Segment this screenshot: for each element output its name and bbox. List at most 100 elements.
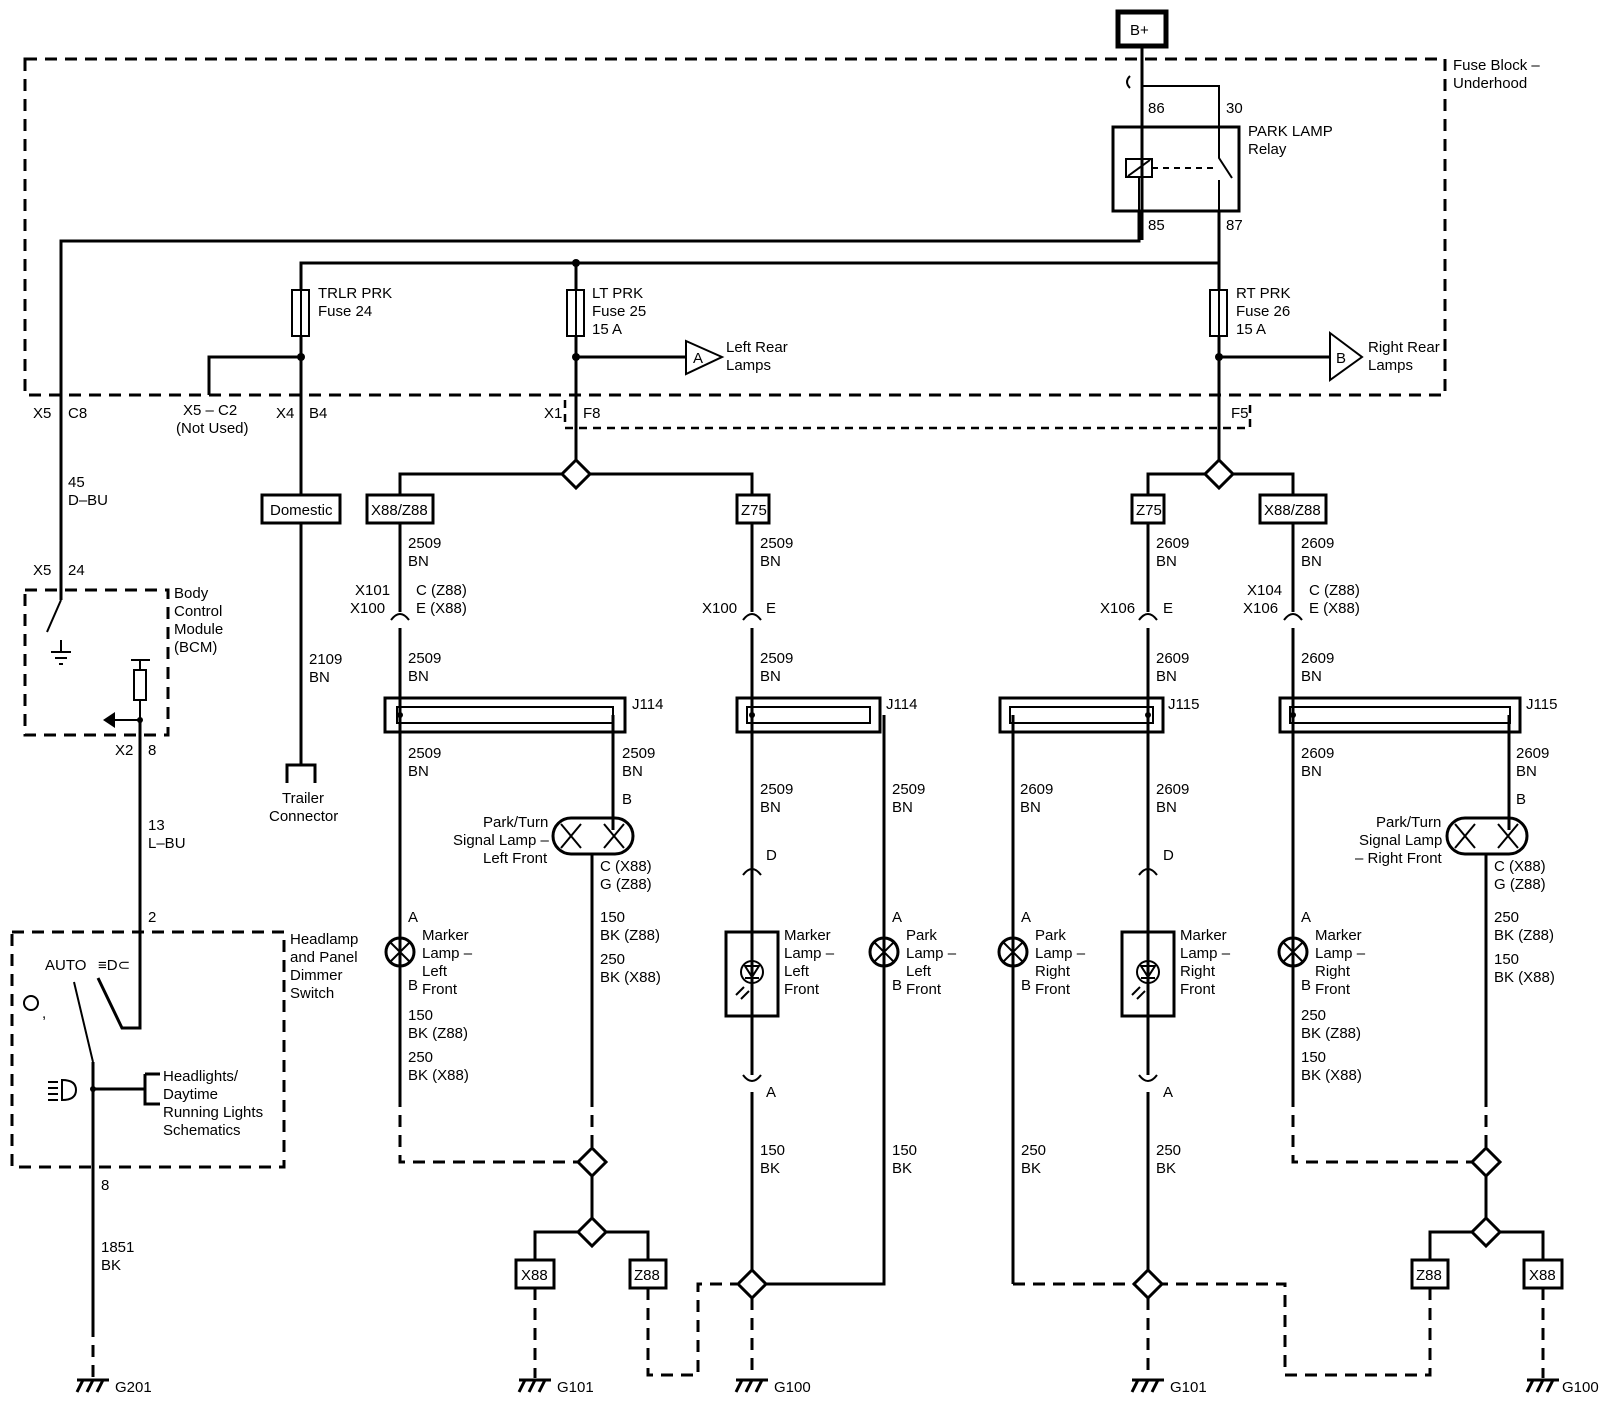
trailer-connector-icon <box>285 763 317 783</box>
mlf-label-2: Lamp – <box>422 945 473 962</box>
pin-a-plf: A <box>892 909 902 926</box>
svg-text:LT PRK: LT PRK <box>592 285 643 302</box>
wire-250-c: 250 <box>1021 1142 1046 1159</box>
domestic-option-box: Domestic <box>260 493 342 525</box>
switch-label-3: Dimmer <box>290 967 343 984</box>
splice-j115-center: J115 <box>998 696 1199 734</box>
svg-text:X88: X88 <box>1529 1267 1556 1284</box>
pin-b-plf: B <box>892 977 902 994</box>
splice-rf-ground-1 <box>1469 1145 1503 1179</box>
wire-2509-d: 2509 <box>760 650 793 667</box>
conn-a-right-icon <box>1138 1074 1158 1082</box>
plf-label-4: Front <box>906 981 942 998</box>
x1-connector-outline <box>563 400 1252 430</box>
wire-bn-d: BN <box>760 668 781 685</box>
pt-rf-label-3: – Right Front <box>1355 850 1443 867</box>
svg-text:RT PRK: RT PRK <box>1236 285 1290 302</box>
relay-pin-30: 30 <box>1226 100 1243 117</box>
pin-b-pt-lf: B <box>622 791 632 808</box>
relay-30-feed <box>1142 85 1220 130</box>
wire-bn-r-e: BN <box>1020 799 1041 816</box>
svg-text:B: B <box>1336 350 1346 367</box>
conn-x106-b: X106 <box>1243 600 1278 617</box>
wire-45: 45 <box>68 474 85 491</box>
pt-lf-label-3: Left Front <box>483 850 548 867</box>
mlf-led-label-4: Front <box>784 981 820 998</box>
pin-b-mlf: B <box>408 977 418 994</box>
svg-text:15 A: 15 A <box>592 321 622 338</box>
wire-bk-f: BK <box>1156 1160 1176 1177</box>
plf-label-3: Left <box>906 963 932 980</box>
park-turn-lamp-right-front <box>1445 816 1529 856</box>
ground-icon <box>51 640 71 665</box>
svg-text:B+: B+ <box>1130 22 1149 39</box>
svg-text:G100: G100 <box>1562 1379 1599 1396</box>
relay-label: PARK LAMP <box>1248 123 1333 140</box>
svg-text:J114: J114 <box>886 696 917 713</box>
svg-text:Fuse 24: Fuse 24 <box>318 303 372 320</box>
wire-bk-d: BK <box>892 1160 912 1177</box>
z88-option-left: Z88 <box>628 1258 668 1290</box>
wire-bk-x88-b: BK (X88) <box>408 1067 469 1084</box>
pin-e-x88: E (X88) <box>416 600 467 617</box>
conn-x104-icon <box>1283 613 1303 621</box>
wire-bk-x88-d: BK (X88) <box>1301 1067 1362 1084</box>
x5-c2-wire <box>207 355 301 395</box>
splice-j114-left: J114 <box>383 696 663 734</box>
pin-a-prf: A <box>1021 909 1031 926</box>
z75-option-left: Z75 <box>735 493 771 525</box>
ground-g101-left: G101 <box>517 1378 594 1396</box>
park-lamp-relay: 86 30 85 87 PARK LAMP Relay <box>1111 100 1333 234</box>
bcm-label-4: (BCM) <box>174 639 217 656</box>
trailer-label: Trailer <box>282 790 324 807</box>
pt-lf-label-2: Signal Lamp – <box>453 832 550 849</box>
svg-text:Z88: Z88 <box>634 1267 660 1284</box>
off-mark: , <box>42 1005 46 1022</box>
wire-bn-r-h: BN <box>1516 763 1537 780</box>
off-icon <box>23 995 39 1011</box>
relay-pin-86: 86 <box>1148 100 1165 117</box>
wire-bn-r-d: BN <box>1301 668 1322 685</box>
headlights-ref: Headlights/ <box>163 1068 239 1085</box>
svg-text:G101: G101 <box>557 1379 594 1396</box>
svg-text:Lamps: Lamps <box>726 357 771 374</box>
pin-g-z88-r: G (Z88) <box>1494 876 1546 893</box>
svg-text:Lamps: Lamps <box>1368 357 1413 374</box>
prf-label-4: Front <box>1035 981 1071 998</box>
pt-rf-label: Park/Turn <box>1376 814 1441 831</box>
mrf-led-label-3: Right <box>1180 963 1216 980</box>
wire-2609-d: 2609 <box>1301 650 1334 667</box>
conn-d-right-icon <box>1138 868 1158 876</box>
fuse-block-outline <box>23 57 1447 397</box>
svg-text:Z88: Z88 <box>1416 1267 1442 1284</box>
wire-2609-c: 2609 <box>1156 650 1189 667</box>
ground-g201: G201 <box>75 1378 152 1396</box>
conn-a-left-icon <box>742 1074 762 1082</box>
bcm-label-2: Control <box>174 603 222 620</box>
marker-lamp-right-front <box>1277 936 1309 968</box>
z75-option-right: Z75 <box>1130 493 1166 525</box>
conn-x5-bcm: X5 <box>33 562 51 579</box>
bcm-pullup <box>96 659 150 1030</box>
pin-b-pt-rf: B <box>1516 791 1526 808</box>
mrf-label-2: Lamp – <box>1315 945 1366 962</box>
bcm-label-3: Module <box>174 621 223 638</box>
svg-text:Z75: Z75 <box>1136 502 1162 519</box>
relay-86-jumper <box>1126 75 1131 89</box>
ground-g100-right: G100 <box>1525 1378 1599 1396</box>
wire-2509-b: 2509 <box>760 535 793 552</box>
wire-2609-b: 2609 <box>1301 535 1334 552</box>
wire-1851: 1851 <box>101 1239 134 1256</box>
fuse-block-label: Fuse Block – <box>1453 57 1540 74</box>
switch-label: Headlamp <box>290 931 358 948</box>
pt-lf-label: Park/Turn <box>483 814 548 831</box>
fuse-rt-prk: RT PRK Fuse 26 15 A <box>1209 285 1290 338</box>
pin-b-mrf: B <box>1301 977 1311 994</box>
conn-x5: X5 <box>33 405 51 422</box>
pin-a-led-right: A <box>1163 1084 1173 1101</box>
bcm-label: Body <box>174 585 209 602</box>
park-turn-lamp-left-front <box>551 816 635 856</box>
marker-lamp-left-front-led <box>724 930 780 1018</box>
wire-250-e: 250 <box>1494 909 1519 926</box>
